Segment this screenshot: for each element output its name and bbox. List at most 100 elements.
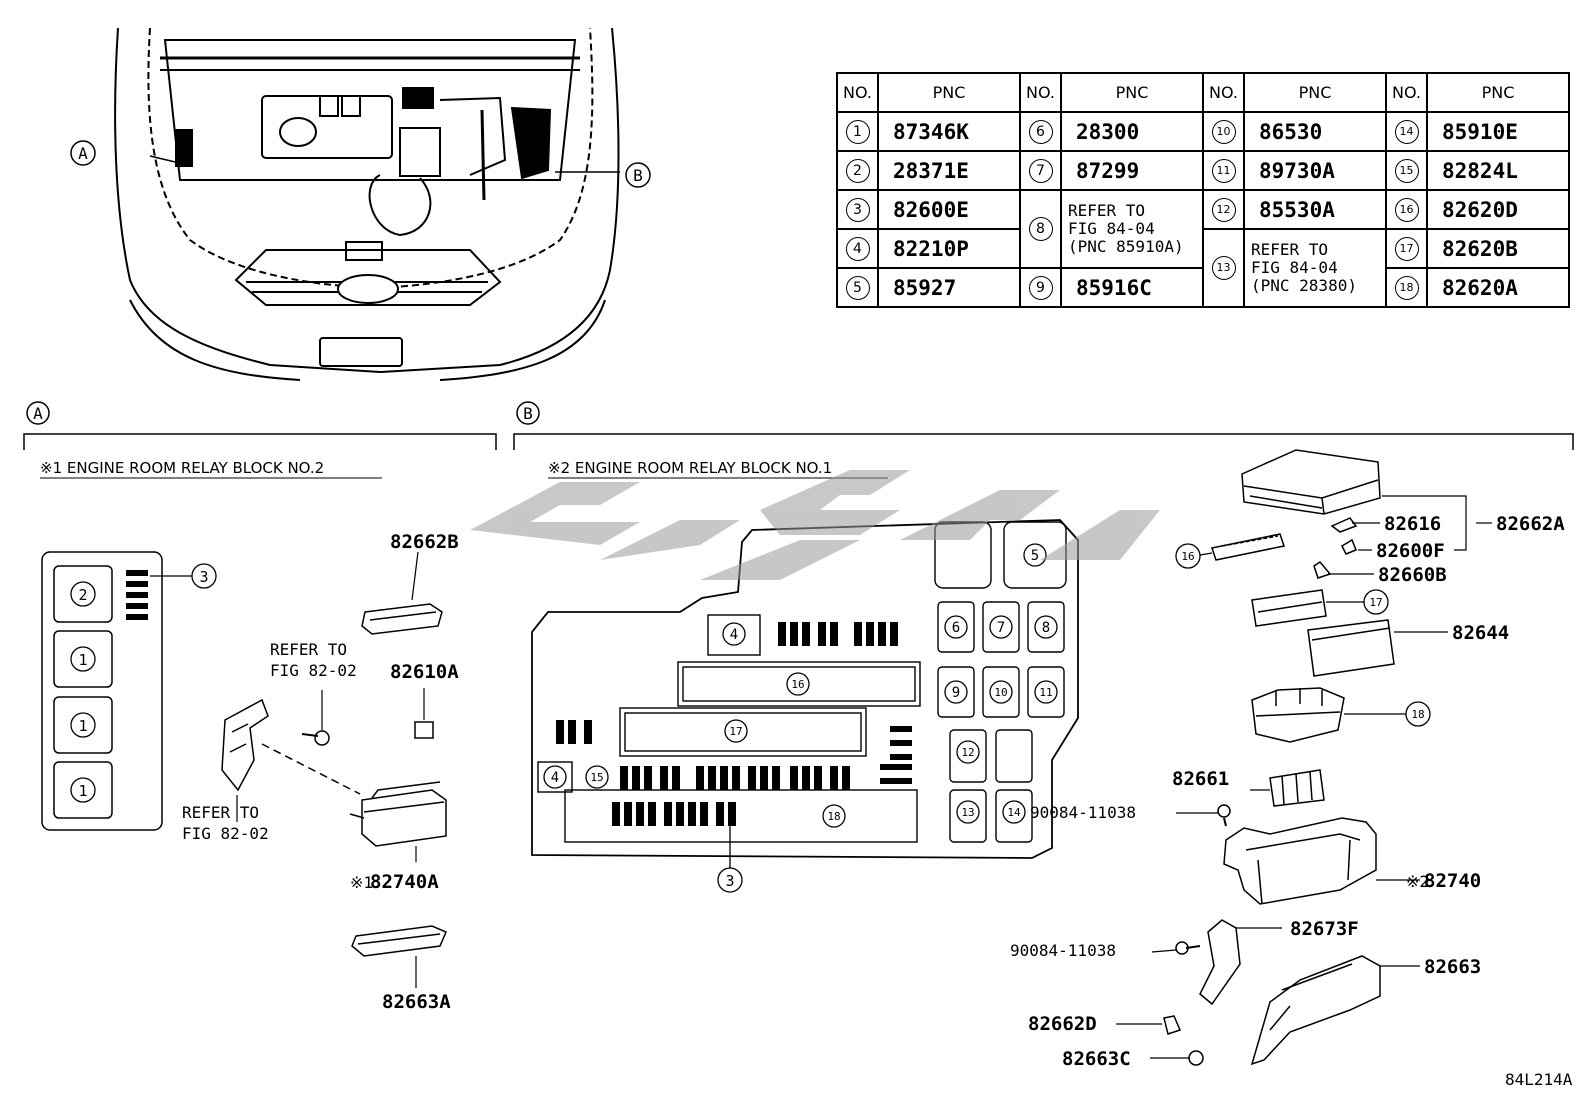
svg-text:1: 1 (78, 651, 87, 669)
section-b-title: ※2 ENGINE ROOM RELAY BLOCK NO.1 (548, 459, 832, 477)
svg-text:82610A: 82610A (390, 661, 459, 683)
header-pnc: PNC (877, 72, 1021, 113)
svg-text:B: B (523, 404, 533, 423)
item-no: 2 (836, 150, 879, 191)
section-b-leaders (1116, 495, 1492, 1059)
header-no: NO. (1019, 72, 1062, 113)
svg-text:REFER TO: REFER TO (270, 640, 347, 659)
callout-b-top: B (625, 162, 651, 188)
svg-text:90084-11038: 90084-11038 (1010, 941, 1116, 960)
svg-text:82616: 82616 (1384, 513, 1441, 535)
svg-text:13: 13 (961, 806, 974, 819)
svg-text:82663: 82663 (1424, 956, 1481, 978)
svg-text:82644: 82644 (1452, 622, 1509, 644)
header-no: NO. (1202, 72, 1245, 113)
figure-id: 84L214A (1505, 1070, 1573, 1089)
item-pnc: 28371E (877, 150, 1021, 191)
svg-text:3: 3 (199, 568, 208, 586)
svg-text:2: 2 (78, 586, 87, 604)
section-a-parts (221, 551, 447, 988)
relay-block-1-layout: 5 4 16 6 7 8 9 10 11 17 12 13 14 4 15 18… (531, 519, 1079, 893)
item-pnc: 82824L (1426, 150, 1570, 191)
item-pnc: 87299 (1060, 150, 1204, 191)
section-b-labels: 82616 82662A 82600F 82660B 82644 82661 9… (1010, 513, 1565, 1070)
item-no: 18 (1385, 267, 1428, 308)
section-a-labels: 82662B REFER TO FIG 82-02 82610A REFER T… (182, 531, 459, 1013)
item-no: 14 (1385, 111, 1428, 152)
svg-text:82663A: 82663A (382, 991, 451, 1013)
item-no: 15 (1385, 150, 1428, 191)
item-no: 9 (1019, 267, 1062, 308)
item-pnc: 82620B (1426, 228, 1570, 269)
item-pnc: 86530 (1243, 111, 1387, 152)
svg-text:8: 8 (1042, 620, 1050, 636)
table-row: 4 82210P 13 REFER TO FIG 84-04 (PNC 2838… (836, 228, 1570, 308)
item-no: 11 (1202, 150, 1245, 191)
item-no: 6 (1019, 111, 1062, 152)
svg-text:18: 18 (827, 810, 840, 823)
item-reference: REFER TO FIG 84-04 (PNC 28380) (1243, 228, 1387, 308)
svg-text:82660B: 82660B (1378, 564, 1447, 586)
table-row: 5 85927 9 85916C 18 82620A (836, 267, 1570, 308)
svg-text:REFER TO: REFER TO (182, 803, 259, 822)
header-pnc: PNC (1243, 72, 1387, 113)
svg-text:82662B: 82662B (390, 531, 459, 553)
item-pnc: 85530A (1243, 189, 1387, 230)
svg-text:10: 10 (994, 686, 1007, 699)
item-no: 17 (1385, 228, 1428, 269)
svg-text:4: 4 (551, 770, 559, 786)
svg-text:A: A (78, 144, 88, 163)
item-no: 3 (836, 189, 879, 230)
svg-text:15: 15 (590, 771, 603, 784)
svg-text:82740: 82740 (1424, 870, 1481, 892)
item-pnc: 87346K (877, 111, 1021, 152)
svg-text:FIG 82-02: FIG 82-02 (182, 824, 269, 843)
svg-text:14: 14 (1007, 806, 1021, 819)
section-a-header: A ※1 ENGINE ROOM RELAY BLOCK NO.2 (23, 401, 497, 479)
svg-text:82661: 82661 (1172, 768, 1229, 790)
svg-text:11: 11 (1039, 686, 1052, 699)
svg-text:1: 1 (78, 782, 87, 800)
table-row: 2 28371E 7 87299 11 89730A 15 82824L (836, 150, 1570, 191)
svg-text:82662A: 82662A (1496, 513, 1565, 535)
svg-text:17: 17 (1369, 596, 1382, 609)
item-no: 8 (1019, 189, 1062, 269)
svg-text:16: 16 (1181, 550, 1194, 563)
pnc-table: NO. PNC NO. PNC NO. PNC NO. PNC 1 87346K… (836, 72, 1570, 308)
vehicle-illustration (114, 27, 620, 381)
svg-text:82663C: 82663C (1062, 1048, 1131, 1070)
svg-text:82740A: 82740A (370, 871, 439, 893)
svg-text:A: A (33, 404, 43, 423)
item-no: 16 (1385, 189, 1428, 230)
svg-text:3: 3 (725, 872, 734, 890)
item-pnc: 85916C (1060, 267, 1204, 308)
item-pnc: 82210P (877, 228, 1021, 269)
section-b-header: B ※2 ENGINE ROOM RELAY BLOCK NO.1 (513, 401, 1574, 479)
table-header-row: NO. PNC NO. PNC NO. PNC NO. PNC (836, 72, 1570, 113)
callout-a-top: A (70, 140, 96, 166)
item-pnc: 85910E (1426, 111, 1570, 152)
section-a-title: ※1 ENGINE ROOM RELAY BLOCK NO.2 (40, 459, 324, 477)
table-row: 3 82600E 8 REFER TO FIG 84-04 (PNC 85910… (836, 189, 1570, 269)
svg-text:7: 7 (997, 620, 1005, 636)
svg-text:90084-11038: 90084-11038 (1030, 803, 1136, 822)
item-pnc: 82600E (877, 189, 1021, 230)
item-pnc: 85927 (877, 267, 1021, 308)
svg-text:12: 12 (961, 746, 974, 759)
svg-text:16: 16 (791, 678, 804, 691)
svg-text:9: 9 (952, 685, 960, 701)
svg-text:82600F: 82600F (1376, 540, 1445, 562)
relay-block-2-layout: 2 1 1 1 3 (41, 551, 217, 831)
item-no: 10 (1202, 111, 1245, 152)
svg-text:82662D: 82662D (1028, 1013, 1097, 1035)
item-pnc: 28300 (1060, 111, 1204, 152)
section-b-callouts: 16 17 18 (1175, 543, 1431, 727)
svg-text:※2: ※2 (1406, 872, 1429, 891)
svg-text:5: 5 (1031, 548, 1039, 564)
table-row: 1 87346K 6 28300 10 86530 14 85910E (836, 111, 1570, 152)
item-no: 12 (1202, 189, 1245, 230)
svg-text:6: 6 (952, 620, 960, 636)
item-no: 7 (1019, 150, 1062, 191)
item-reference: REFER TO FIG 84-04 (PNC 85910A) (1060, 189, 1204, 269)
